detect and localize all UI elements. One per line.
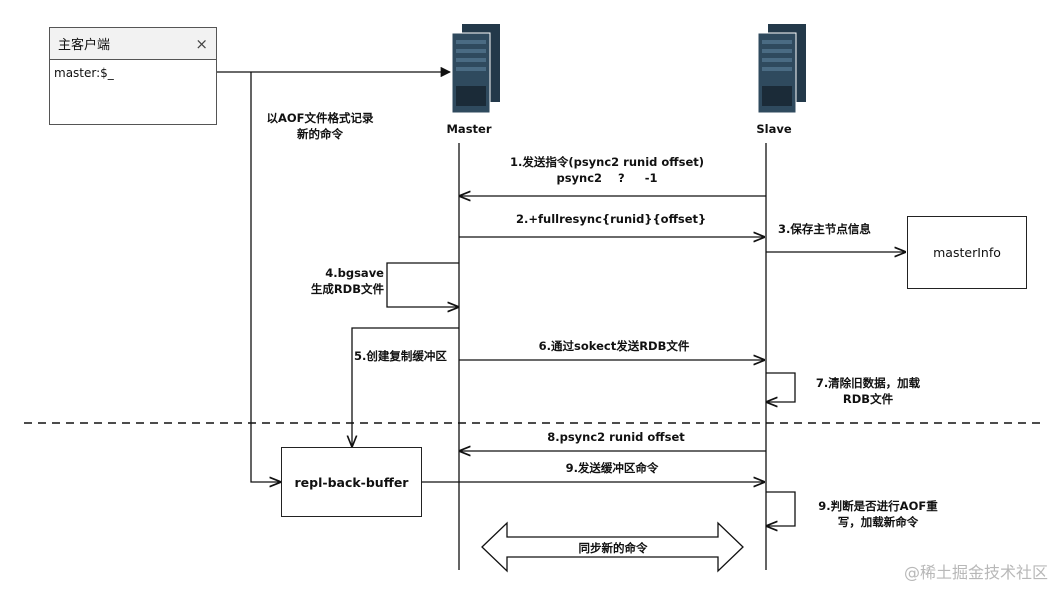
- slave-server-icon: [757, 24, 806, 114]
- step9b-label-line1: 9.判断是否进行AOF重: [818, 499, 938, 513]
- repl-buffer-box: repl-back-buffer: [281, 447, 422, 517]
- aof-annotation-line2: 新的命令: [297, 127, 343, 141]
- step7-label-line1: 7.清除旧数据，加载: [815, 376, 921, 390]
- aof-annotation-line1: 以AOF文件格式记录: [266, 111, 374, 125]
- master-label: Master: [446, 122, 492, 136]
- step5-label: 5.创建复制缓冲区: [354, 349, 447, 363]
- master-info-box: masterInfo: [907, 216, 1027, 289]
- watermark: @稀土掘金技术社区: [903, 563, 1048, 582]
- step9-label: 9.发送缓冲区命令: [565, 461, 659, 475]
- slave-label: Slave: [756, 122, 792, 136]
- aof-to-buffer-line: [250, 72, 280, 482]
- sync-label: 同步新的命令: [578, 541, 648, 555]
- step4-loop: [386, 262, 459, 307]
- close-icon[interactable]: ×: [195, 34, 208, 53]
- step7-label-line2: RDB文件: [842, 392, 894, 406]
- step8-label: 8.psync2 runid offset: [547, 430, 685, 444]
- step9b-label-line2: 写，加载新命令: [837, 515, 919, 529]
- step7-label: 7.清除旧数据，加载 RDB文件: [804, 375, 932, 407]
- step4-label-line2: 生成RDB文件: [310, 282, 384, 296]
- aof-annotation: 以AOF文件格式记录 新的命令: [256, 110, 384, 142]
- client-window-titlebar: 主客户端 ×: [50, 28, 216, 60]
- master-server-icon: [451, 24, 500, 114]
- client-window-title: 主客户端: [58, 38, 111, 53]
- step4-label: 4.bgsave 生成RDB文件: [292, 265, 384, 297]
- client-terminal-text[interactable]: master:$_: [54, 66, 114, 80]
- step2-label: 2.+fullresync{runid}{offset}: [516, 212, 707, 226]
- step4-label-line1: 4.bgsave: [325, 266, 384, 280]
- client-window: 主客户端 × master:$_: [49, 27, 217, 125]
- sync-double-arrow: [481, 521, 744, 573]
- step7-loop: [766, 372, 796, 402]
- step9b-label: 9.判断是否进行AOF重 写，加载新命令: [804, 498, 952, 530]
- step1-label: 1.发送指令(psync2 runid offset) psync2 ? -1: [500, 154, 714, 186]
- step5-arrow: [352, 327, 459, 446]
- step6-label: 6.通过sokect发送RDB文件: [538, 339, 690, 353]
- step9b-loop: [766, 491, 796, 526]
- step3-label: 3.保存主节点信息: [778, 222, 871, 236]
- step1-label-line2: psync2 ? -1: [556, 171, 658, 185]
- step1-label-line1: 1.发送指令(psync2 runid offset): [509, 155, 705, 169]
